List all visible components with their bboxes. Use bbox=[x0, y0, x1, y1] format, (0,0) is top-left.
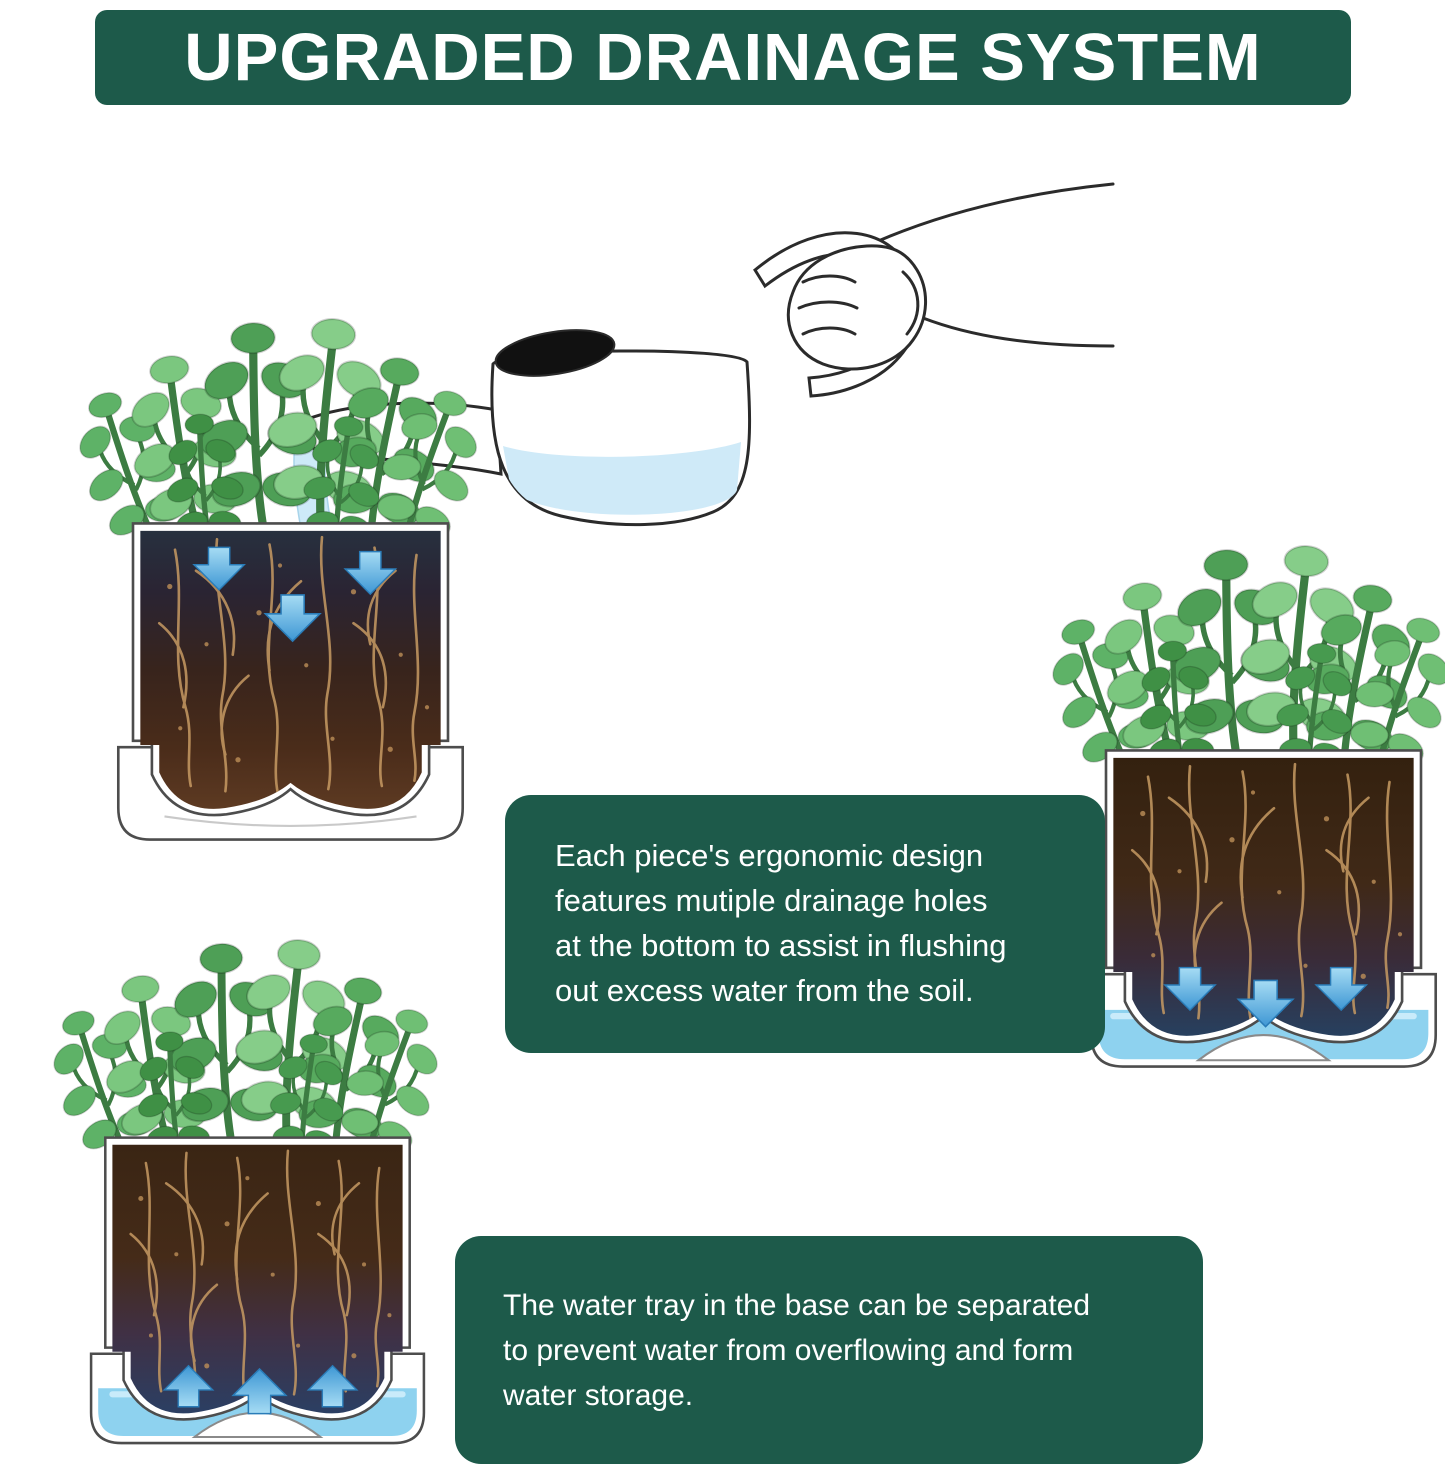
page-title: UPGRADED DRAINAGE SYSTEM bbox=[184, 20, 1262, 95]
soil bbox=[1113, 757, 1414, 1036]
arm bbox=[865, 182, 1115, 348]
planter-water-storage-cross-section bbox=[85, 928, 430, 1445]
planter-drainage-cross-section bbox=[1085, 535, 1442, 1068]
water-tray-callout: The water tray in the base can be separa… bbox=[455, 1236, 1203, 1464]
soil bbox=[140, 530, 441, 809]
plant-icon bbox=[31, 936, 460, 1169]
hand bbox=[787, 244, 928, 371]
plant-icon bbox=[1029, 542, 1445, 783]
drainage-callout-text: Each piece's ergonomic design features m… bbox=[555, 838, 1007, 1008]
title-banner: UPGRADED DRAINAGE SYSTEM bbox=[95, 10, 1351, 105]
tray-mound bbox=[1195, 1034, 1332, 1062]
drainage-callout: Each piece's ergonomic design features m… bbox=[505, 795, 1105, 1053]
water-rise-up-arrows-icon bbox=[163, 1364, 358, 1415]
water-tray-callout-text: The water tray in the base can be separa… bbox=[503, 1288, 1091, 1412]
planter-watering-cross-section bbox=[112, 308, 469, 841]
watering-can-with-hand-icon bbox=[290, 182, 1115, 583]
soil bbox=[112, 1144, 403, 1414]
plant-icon bbox=[56, 315, 500, 556]
can-body bbox=[490, 329, 752, 527]
